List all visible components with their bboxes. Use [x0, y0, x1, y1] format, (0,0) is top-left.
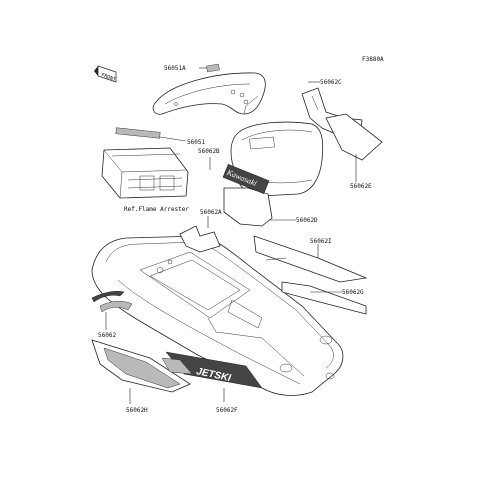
- seat-part: [152, 72, 266, 115]
- hull-body-part: [91, 235, 344, 396]
- label-56062H: 56062H: [126, 407, 148, 414]
- seat-emblem-decal: [206, 63, 220, 73]
- front-arrow-icon: FRONT: [94, 65, 117, 83]
- flame-arrester-decal: [115, 127, 161, 139]
- hood-side-decal-56062E: [325, 113, 383, 161]
- label-56062E: 56062E: [350, 183, 372, 190]
- diagram-code: F3880A: [362, 56, 384, 63]
- stripe-decal-56062: [91, 291, 133, 313]
- front-label: FRONT: [100, 72, 116, 83]
- hull-side-decal-56062H: [91, 339, 191, 393]
- label-56062: 56062: [98, 332, 116, 339]
- label-56062G: 56062G: [342, 289, 364, 296]
- ref-flame-arrester-note: Ref.Flame Arrester: [124, 206, 189, 213]
- label-56062A: 56062A: [200, 209, 222, 216]
- label-56062I: 56062I: [310, 238, 332, 245]
- flame-arrester-part: [101, 147, 189, 199]
- label-56062C: 56062C: [320, 79, 342, 86]
- label-56062B: 56062B: [198, 148, 220, 155]
- deck-decal-56062A: [179, 225, 221, 253]
- side-decal-56062G: [281, 281, 367, 315]
- side-decal-56062I: [253, 235, 368, 283]
- label-56051A: 56051A: [164, 65, 186, 72]
- label-56062D: 56062D: [296, 217, 318, 224]
- label-56062F: 56062F: [216, 407, 238, 414]
- hood-decal-56062D: [223, 187, 273, 227]
- label-56051: 56051: [187, 139, 205, 146]
